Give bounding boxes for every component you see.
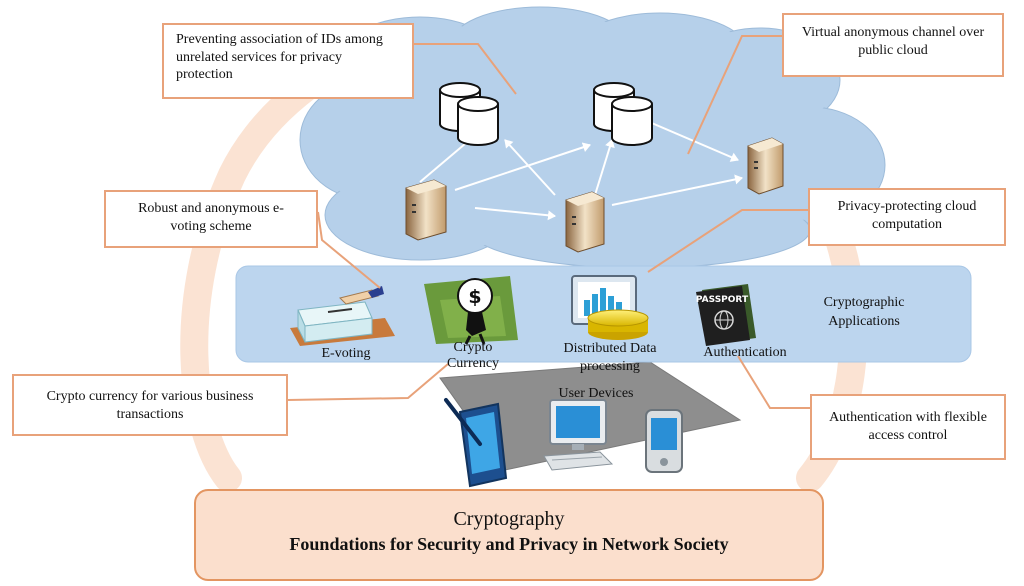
callout-connectors xyxy=(287,35,810,409)
database-icon xyxy=(439,82,499,146)
pda-device-icon xyxy=(645,409,683,473)
connector-crypto-currency xyxy=(287,363,449,401)
money-bag-icon: $ xyxy=(424,276,518,345)
network-arrows xyxy=(419,117,743,221)
callout-virtual-channel: Virtual anonymous channel over public cl… xyxy=(782,13,1004,77)
callout-crypto-currency: Crypto currency for various business tra… xyxy=(12,374,288,436)
desktop-computer-icon xyxy=(543,399,614,471)
server-icon xyxy=(405,179,447,241)
label-user-devices: User Devices xyxy=(558,386,634,401)
tablet-device-icon xyxy=(444,398,508,488)
chart-monitor-icon xyxy=(571,275,649,340)
connector-cloud-computation xyxy=(647,209,808,273)
connector-virtual-channel xyxy=(687,35,782,155)
connector-authentication xyxy=(737,355,810,409)
server-icon xyxy=(565,191,605,253)
passport-icon: PASSPORT xyxy=(696,284,756,346)
callout-cloud-computation: Privacy-protecting cloud computation xyxy=(808,188,1006,246)
connector-privacy-ids xyxy=(414,43,517,95)
passport-text: PASSPORT xyxy=(696,295,749,305)
label-cryptographic-applications: Cryptographic Applications xyxy=(823,295,905,329)
callout-authentication: Authentication with flexible access cont… xyxy=(810,394,1006,460)
label-evoting: E-voting xyxy=(321,346,371,361)
database-icon xyxy=(593,82,653,146)
label-distributed-data-processing: Distributed Data processing xyxy=(563,341,657,374)
foundation-title: Cryptography xyxy=(453,508,565,530)
callout-privacy-ids: Preventing association of IDs among unre… xyxy=(162,23,414,99)
foundation-subtitle: Foundations for Security and Privacy in … xyxy=(289,534,729,554)
callout-evoting-scheme: Robust and anonymous e-voting scheme xyxy=(104,190,318,248)
cryptography-foundation-box: Cryptography Foundations for Security an… xyxy=(194,489,824,581)
ballot-box-icon xyxy=(290,286,395,346)
server-icon xyxy=(747,137,784,195)
label-authentication: Authentication xyxy=(703,345,787,360)
svg-text:$: $ xyxy=(468,286,481,308)
label-crypto-currency: Crypto Currency xyxy=(446,340,500,372)
connector-evoting xyxy=(317,211,381,289)
